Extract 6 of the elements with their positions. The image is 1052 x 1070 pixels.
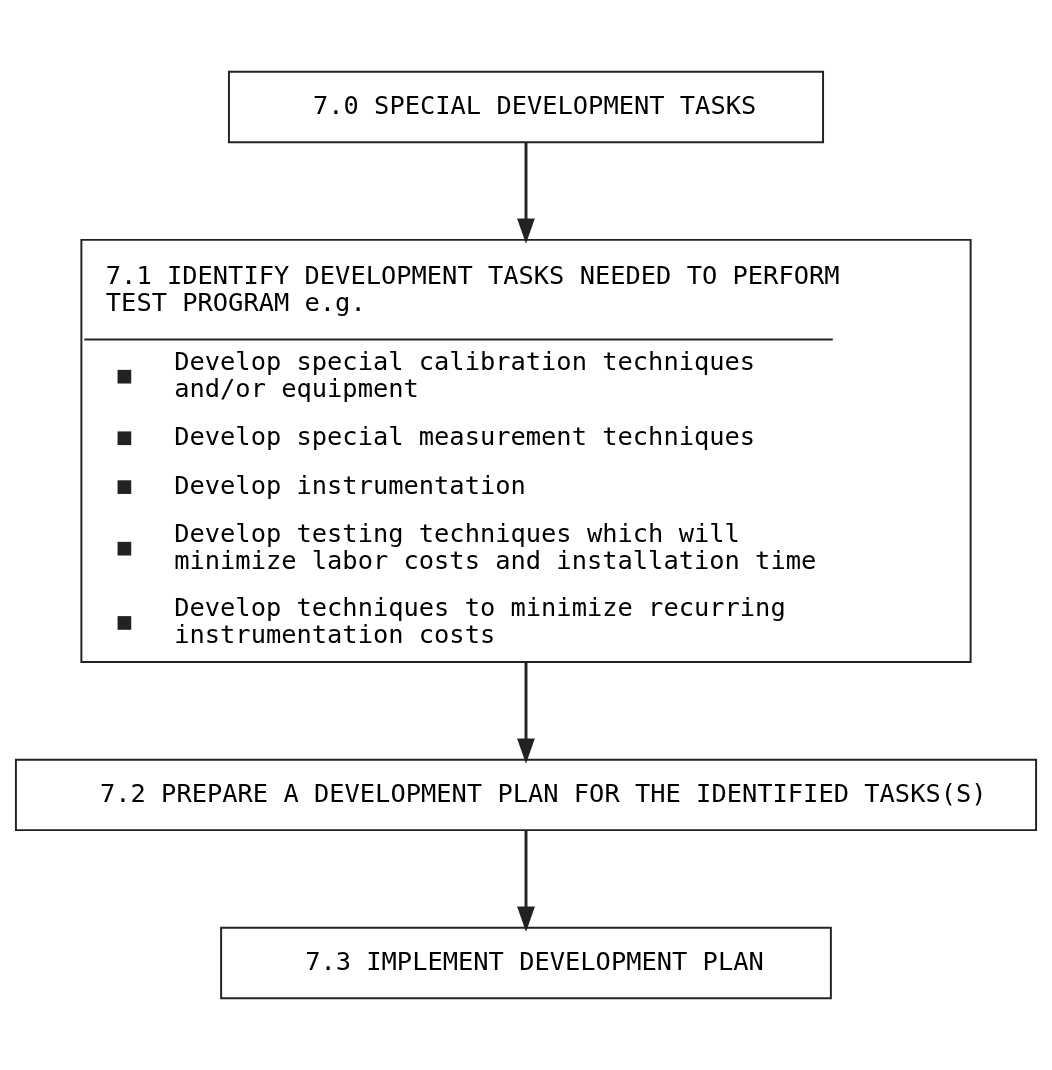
arrow	[517, 830, 535, 933]
arrow	[517, 142, 535, 244]
arrow	[517, 662, 535, 764]
node-box: 7.3 IMPLEMENT DEVELOPMENT PLAN	[220, 926, 832, 1000]
node-box: 7.2 PREPARE A DEVELOPMENT PLAN FOR THE IDENTIFIED TASKS(S)	[14, 758, 1038, 832]
node-box: 7.0 SPECIAL DEVELOPMENT TASKS	[227, 70, 825, 144]
